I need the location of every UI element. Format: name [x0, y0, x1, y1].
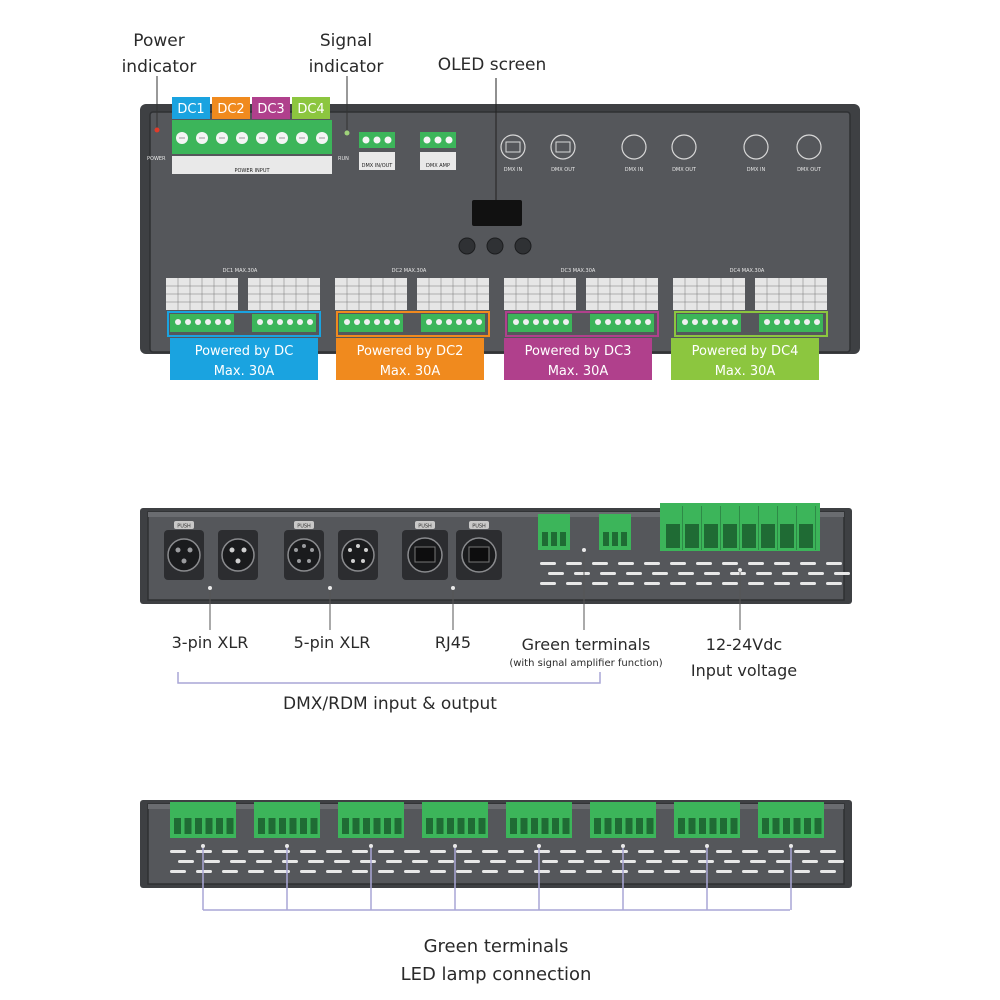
- signal-indicator-label-1: Signal: [320, 31, 372, 51]
- banner-dc1-line1: Powered by DC: [195, 344, 294, 359]
- green-terminals-label: Green terminals: [522, 635, 651, 654]
- led-output-terminal: [339, 314, 403, 332]
- dc2-tag: [212, 97, 250, 119]
- dmx-in-out-mark: DMX IN/OUT: [362, 163, 394, 169]
- dc3-tag: [252, 97, 290, 119]
- dmx-in-mark-2: DMX IN: [625, 167, 644, 173]
- dmx-bracket: [177, 672, 601, 684]
- xlr5-out-icon: [671, 134, 697, 160]
- push-tab-4: PUSH: [472, 524, 486, 530]
- banner-dc3-line2: Max. 30A: [548, 364, 609, 379]
- xlr5-out-connector: [338, 530, 378, 580]
- xlr3-in-connector: PUSH: [164, 521, 204, 580]
- banner-dc1-line2: Max. 30A: [214, 364, 275, 379]
- banner-dc2-line1: Powered by DC2: [357, 344, 464, 359]
- dmx-in-mark-1: DMX IN: [504, 167, 523, 173]
- banner-dc2-line2: Max. 30A: [380, 364, 441, 379]
- banner-dc3-line1: Powered by DC3: [525, 344, 632, 359]
- banner-dc4: [671, 338, 819, 380]
- led-output-terminal: [421, 314, 485, 332]
- oled-screen-label: OLED screen: [438, 55, 547, 75]
- bottom-panel: Green terminals LED lamp connection: [140, 800, 852, 985]
- dmx-out-mark-1: DMX OUT: [551, 167, 576, 173]
- power-input-terminal: [660, 503, 820, 551]
- xlr3-label: 3-pin XLR: [172, 633, 249, 652]
- xlr3-out-connector: [218, 530, 258, 580]
- voltage-label-1: 12-24Vdc: [706, 635, 782, 654]
- rj45-out-connector: PUSH: [456, 521, 502, 580]
- dc3-label: DC3: [257, 102, 284, 117]
- dmx-amp-mark: DMX AMP: [426, 163, 450, 169]
- xlr5-in-icon: [621, 134, 647, 160]
- menu-button-center[interactable]: [486, 237, 504, 255]
- power-input-mark: POWER INPUT: [234, 168, 270, 174]
- run-mark: RUN: [338, 156, 349, 162]
- oled-screen: [472, 200, 522, 226]
- dc-input-block: DC1 DC2 DC3 DC4 POWER INPUT: [172, 97, 332, 174]
- banner-dc4-line1: Powered by DC4: [692, 344, 799, 359]
- dc1-tag: [172, 97, 210, 119]
- power-indicator-label-2: indicator: [122, 57, 197, 77]
- xlr5-label: 5-pin XLR: [294, 633, 371, 652]
- dmx-out-mark-3: DMX OUT: [797, 167, 822, 173]
- top-panel: Power indicator Signal indicator OLED sc…: [122, 31, 860, 380]
- led-output-terminal: [252, 314, 316, 332]
- voltage-label-2: Input voltage: [691, 661, 797, 680]
- dc3-group-header: DC3 MAX.30A: [561, 268, 596, 274]
- push-tab-1: PUSH: [177, 524, 191, 530]
- power-indicator-label-1: Power: [133, 31, 184, 51]
- led-output-terminal: [759, 314, 823, 332]
- led-output-terminal: [677, 314, 741, 332]
- dc4-label: DC4: [297, 102, 324, 117]
- rj45-label: RJ45: [435, 633, 471, 652]
- banner-dc1: [170, 338, 318, 380]
- dc2-group-header: DC2 MAX.30A: [392, 268, 427, 274]
- dc4-group-header: DC4 MAX.30A: [730, 268, 765, 274]
- xlr5-in-connector: PUSH: [284, 521, 324, 580]
- dmx-out-mark-2: DMX OUT: [672, 167, 697, 173]
- led-output-terminal: [590, 314, 654, 332]
- push-tab-2: PUSH: [297, 524, 311, 530]
- dmx-port-icons: DMX IN DMX OUT DMX IN DMX OUT DMX IN DMX…: [500, 134, 822, 173]
- led-output-terminal: [170, 314, 234, 332]
- push-tab-3: PUSH: [418, 524, 432, 530]
- dc4-tag: [292, 97, 330, 119]
- dc1-group-header: DC1 MAX.30A: [223, 268, 258, 274]
- middle-panel: PUSH PUSH PUSH: [140, 503, 852, 714]
- banner-dc3: [504, 338, 652, 380]
- signal-led-icon: [344, 130, 350, 136]
- green-terminals-sublabel: (with signal amplifier function): [509, 658, 662, 669]
- led-output-terminal: [508, 314, 572, 332]
- signal-indicator-label-2: indicator: [309, 57, 384, 77]
- dc2-label: DC2: [217, 102, 244, 117]
- dmx-in-mark-3: DMX IN: [747, 167, 766, 173]
- lamp-label-1: Green terminals: [424, 936, 569, 957]
- banner-dc2: [336, 338, 484, 380]
- lamp-label-2: LED lamp connection: [401, 964, 592, 985]
- rj45-in-icon: [500, 134, 526, 160]
- menu-button-left[interactable]: [458, 237, 476, 255]
- banner-dc4-line2: Max. 30A: [715, 364, 776, 379]
- rj45-out-icon: [550, 134, 576, 160]
- power-led-icon: [154, 127, 160, 133]
- dc1-label: DC1: [177, 102, 204, 117]
- dmx-rdm-label: DMX/RDM input & output: [283, 694, 497, 714]
- xlr3-in-icon: [743, 134, 769, 160]
- menu-button-right[interactable]: [514, 237, 532, 255]
- power-mark: POWER: [147, 156, 166, 162]
- rj45-in-connector: PUSH: [402, 521, 448, 580]
- xlr3-out-icon: [796, 134, 822, 160]
